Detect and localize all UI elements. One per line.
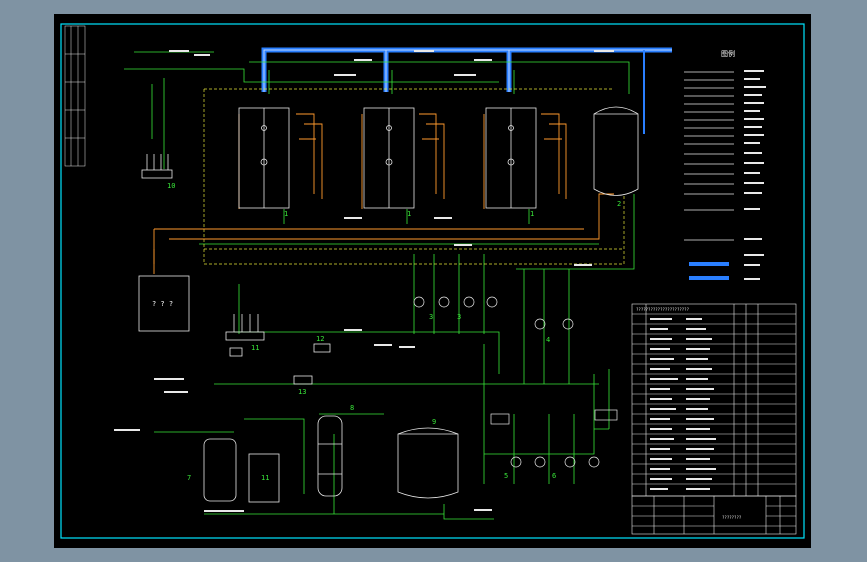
equipment-number-3: 3: [429, 313, 433, 321]
equipment-number-11: 11: [251, 344, 259, 352]
tank-2-number: 1: [407, 210, 411, 218]
pump-group-3: [413, 296, 574, 330]
equipment-number-13: 13: [298, 388, 306, 396]
control-box: ? ? ?: [138, 275, 190, 332]
drawing-sheet: 1 1 1 2 10 ? ? ? 11 12 13 3 3 4: [54, 14, 811, 548]
parts-table: [631, 303, 797, 497]
process-flow-diagram: 1 1 1 2 10 ? ? ? 11 12 13 3 3 4: [60, 23, 805, 539]
legend-blue-pipe-2: [689, 276, 729, 280]
pump-group-5-6: [490, 409, 618, 468]
tank-1-number: 1: [284, 210, 288, 218]
tank-3-number: 1: [530, 210, 534, 218]
equipment-number-2: 2: [617, 200, 621, 208]
reactor-tank-2: [363, 107, 415, 209]
svg-text:? ? ?: ? ? ?: [152, 300, 173, 308]
pipe-labels: [114, 50, 614, 512]
distributor-10: [141, 154, 173, 179]
equipment-number-4: 4: [546, 336, 550, 344]
equipment-number-6: 6: [552, 472, 556, 480]
equipment-number-9: 9: [432, 418, 436, 426]
distributor-11: [225, 314, 265, 357]
parts-table-heading: ??????????????????????: [636, 307, 690, 312]
drawing-title: ????????: [722, 515, 742, 520]
title-block: [631, 495, 797, 535]
yellow-dashed: [203, 88, 625, 265]
green-piping: [124, 51, 635, 520]
orange-piping: [153, 113, 614, 274]
equipment-number-3b: 3: [457, 313, 461, 321]
legend-blue-pipe: [689, 262, 729, 266]
parts-table-text: [650, 318, 716, 490]
equipment-number-12: 12: [316, 335, 324, 343]
tank-7: [203, 438, 280, 503]
reactor-tank-1: [238, 107, 290, 209]
equipment-number-7: 7: [187, 474, 191, 482]
binding-strip: [64, 25, 86, 167]
equipment-number-5: 5: [504, 472, 508, 480]
reactor-tank-3: [485, 107, 537, 209]
legend-title: 图例: [721, 49, 735, 58]
blue-headers: [261, 47, 672, 92]
equipment-number-8: 8: [350, 404, 354, 412]
column-8: [317, 415, 343, 497]
equipment-number-10: 10: [167, 182, 175, 190]
legend-text: [744, 70, 766, 280]
heat-exchanger-12: [313, 343, 331, 353]
heat-exchanger-13: [293, 375, 313, 385]
equipment-number-11b: 11: [261, 474, 269, 482]
legend-symbols: [684, 71, 734, 241]
tank-9: [397, 427, 459, 499]
storage-tank-2: [593, 106, 639, 196]
drawing-border: [60, 23, 805, 539]
blue-headers-inner: [263, 49, 672, 92]
